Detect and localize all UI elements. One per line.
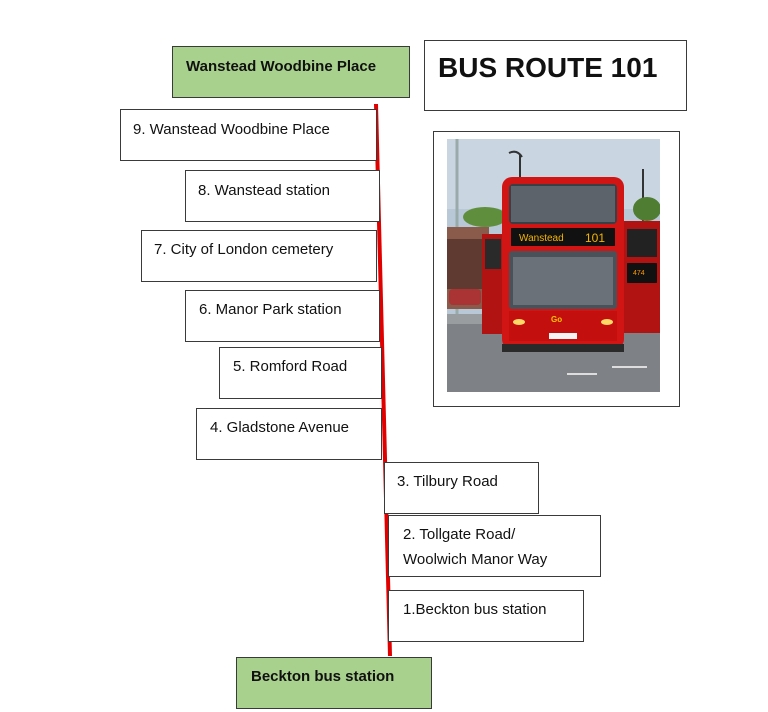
stop-6: 6. Manor Park station — [185, 290, 380, 342]
stop-9-label: 9. Wanstead Woodbine Place — [133, 121, 330, 138]
route-number-blind: 101 — [585, 231, 605, 245]
route-title: BUS ROUTE 101 — [438, 52, 658, 83]
stop-1-label: 1.Beckton bus station — [403, 601, 547, 618]
operator-logo: Go — [551, 315, 562, 324]
terminus-top-label: Wanstead Woodbine Place — [186, 58, 377, 75]
stop-8: 8. Wanstead station — [185, 170, 380, 222]
stop-2-label-line2: Woolwich Manor Way — [403, 550, 548, 568]
stop-7-label: 7. City of London cemetery — [154, 241, 334, 258]
stop-5: 5. Romford Road — [219, 347, 382, 399]
terminus-bottom: Beckton bus station — [236, 657, 432, 709]
stop-2-label: 2. Tollgate Road/ — [403, 526, 516, 543]
terminus-top: Wanstead Woodbine Place — [172, 46, 410, 98]
stop-2: 2. Tollgate Road/ Woolwich Manor Way — [388, 515, 601, 577]
destination-blind: Wanstead — [519, 233, 564, 244]
stop-6-label: 6. Manor Park station — [199, 301, 342, 318]
terminus-bottom-label: Beckton bus station — [251, 668, 395, 685]
route-title-box: BUS ROUTE 101 — [424, 40, 687, 111]
stop-4: 4. Gladstone Avenue — [196, 408, 382, 460]
stop-9: 9. Wanstead Woodbine Place — [120, 109, 377, 161]
stop-1: 1.Beckton bus station — [388, 590, 584, 642]
rear-bus-blind: 474 — [633, 270, 645, 277]
stop-3-label: 3. Tilbury Road — [397, 473, 498, 490]
stop-7: 7. City of London cemetery — [141, 230, 377, 282]
bus-photo-frame: 474 Wanstead 101 Go — [433, 131, 680, 407]
bus-photo: 474 Wanstead 101 Go — [447, 139, 660, 392]
stop-5-label: 5. Romford Road — [233, 358, 348, 375]
stop-8-label: 8. Wanstead station — [198, 182, 331, 199]
stop-4-label: 4. Gladstone Avenue — [210, 419, 349, 436]
stop-3: 3. Tilbury Road — [384, 462, 539, 514]
